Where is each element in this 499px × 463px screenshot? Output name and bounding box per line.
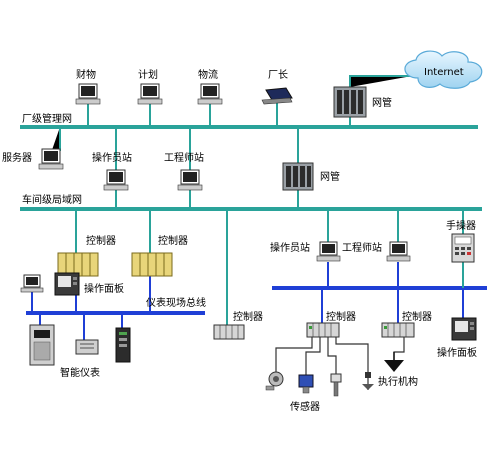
actuator-label: 执行机构 <box>378 375 418 388</box>
sensor-device-2-icon <box>298 374 314 394</box>
controller-mid-icon <box>213 324 245 340</box>
controller-2-label: 控制器 <box>158 234 188 247</box>
laptop-icon <box>261 87 293 105</box>
operator-station-right-label: 操作员站 <box>270 241 310 254</box>
wire-sensor-3 <box>327 337 337 374</box>
controller-1-icon <box>57 252 99 277</box>
controller-1-label: 控制器 <box>86 234 116 247</box>
wire-actuator-2 <box>393 337 405 360</box>
operator-station-top-icon <box>103 169 129 191</box>
operator-panel-right-label: 操作面板 <box>437 346 477 359</box>
controller-2-icon <box>131 252 173 277</box>
handheld-icon <box>451 233 475 263</box>
instrument-tall-module-icon <box>115 327 131 363</box>
workshop-lan-label: 车间级局域网 <box>22 193 82 206</box>
left-pc-icon <box>20 274 44 293</box>
finance-computer-icon <box>75 83 101 105</box>
actuator-valve-2-icon <box>384 352 404 372</box>
wire-actuator-1 <box>335 337 369 372</box>
engineer-station-top-label: 工程师站 <box>164 151 204 164</box>
controller-r2-icon <box>381 322 415 338</box>
drop-server <box>52 127 61 151</box>
gateway-mid-label: 网管 <box>320 170 340 183</box>
wire-sensor-2 <box>305 337 321 375</box>
internet-label: Internet <box>424 67 464 78</box>
gateway-rack-icon <box>333 86 367 118</box>
operator-station-right-icon <box>316 241 341 262</box>
internet-cloud-icon <box>404 50 483 89</box>
finance-label: 财物 <box>76 68 96 81</box>
logistics-computer-icon <box>197 83 223 105</box>
gateway-top-label: 网管 <box>372 96 392 109</box>
gateway-mid-rack-icon <box>282 162 314 191</box>
wire-sensor-1 <box>275 337 313 372</box>
controller-r1-label: 控制器 <box>326 310 356 323</box>
link-internet <box>349 75 412 87</box>
controller-r2-label: 控制器 <box>402 310 432 323</box>
instrument-module-icon <box>75 339 99 355</box>
field-bus-label: 仪表现场总线 <box>146 296 206 309</box>
actuator-valve-1-icon <box>362 372 374 390</box>
operator-panel-left-label: 操作面板 <box>84 282 124 295</box>
operator-panel-left-icon <box>54 272 80 296</box>
engineer-station-right-icon <box>386 241 411 262</box>
smart-instrument-label: 智能仪表 <box>60 366 100 379</box>
instrument-cabinet-icon <box>29 324 55 366</box>
director-label: 厂长 <box>268 69 288 81</box>
controller-mid-label: 控制器 <box>233 310 263 323</box>
plant-net-label: 厂级管理网 <box>22 112 72 125</box>
operator-panel-right-icon <box>451 317 477 341</box>
handheld-label: 手操器 <box>446 219 476 232</box>
controller-r1-icon <box>306 322 340 338</box>
server-computer-icon <box>38 148 64 170</box>
operator-station-top-label: 操作员站 <box>92 151 132 164</box>
sensor-device-3-icon <box>330 373 342 397</box>
server-label: 服务器 <box>2 151 32 164</box>
sensor-label: 传感器 <box>290 400 320 413</box>
engineer-station-right-label: 工程师站 <box>342 241 382 254</box>
sensor-device-1-icon <box>265 371 284 391</box>
plan-label: 计划 <box>138 68 158 81</box>
engineer-station-top-icon <box>177 169 203 191</box>
plan-computer-icon <box>137 83 163 105</box>
logistics-label: 物流 <box>198 68 218 81</box>
